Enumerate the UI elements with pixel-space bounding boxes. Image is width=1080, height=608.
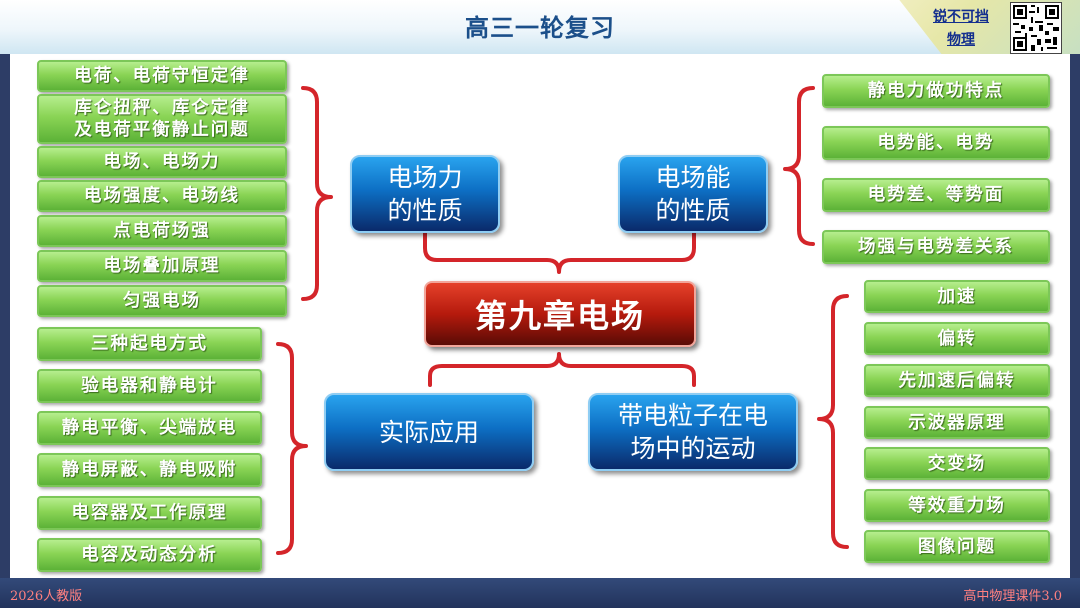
footer-bar: 2026人教版 高中物理课件3.0 [0,578,1080,608]
bracket-application [276,342,308,555]
brand-line-2: 物理 [947,32,975,48]
header-bar: 高三一轮复习 锐不可挡 物理 [0,0,1080,54]
qr-code-icon [1010,2,1062,54]
topic-application: 实际应用 [324,393,534,471]
connector-top [423,230,696,274]
footer-edition: 2026人教版 [10,589,83,604]
motion-item-6: 等效重力场 [864,489,1050,522]
application-item-5: 电容器及工作原理 [37,496,262,530]
topic-energy: 电场能 的性质 [618,155,768,233]
bracket-motion [817,294,849,549]
motion-item-2: 偏转 [864,322,1050,355]
topic-force: 电场力 的性质 [350,155,500,233]
connector-bottom [428,352,696,387]
energy-item-2: 电势能、电势 [822,126,1050,160]
center-chapter-title: 第九章电场 [424,281,696,347]
energy-item-3: 电势差、等势面 [822,178,1050,212]
application-item-1: 三种起电方式 [37,327,262,361]
application-item-4: 静电屏蔽、静电吸附 [37,453,262,487]
energy-item-1: 静电力做功特点 [822,74,1050,108]
motion-item-3: 先加速后偏转 [864,364,1050,397]
brand-line-1: 锐不可挡 [933,9,989,25]
force-item-2: 库仑扭秤、库仑定律 及电荷平衡静止问题 [37,94,287,144]
application-item-2: 验电器和静电计 [37,369,262,403]
bracket-energy [783,86,815,246]
motion-item-5: 交变场 [864,447,1050,480]
page-title: 高三一轮复习 [465,14,615,42]
force-item-1: 电荷、电荷守恒定律 [37,60,287,92]
application-item-3: 静电平衡、尖端放电 [37,411,262,445]
force-item-6: 电场叠加原理 [37,250,287,282]
energy-item-4: 场强与电势差关系 [822,230,1050,264]
motion-item-1: 加速 [864,280,1050,313]
footer-series: 高中物理课件3.0 [963,589,1062,604]
motion-item-4: 示波器原理 [864,406,1050,439]
bracket-force [301,86,333,301]
force-item-5: 点电荷场强 [37,215,287,247]
topic-motion: 带电粒子在电 场中的运动 [588,393,798,471]
force-item-3: 电场、电场力 [37,146,287,178]
force-item-7: 匀强电场 [37,285,287,317]
application-item-6: 电容及动态分析 [37,538,262,572]
brand-logo-text: 锐不可挡 物理 [926,6,996,52]
motion-item-7: 图像问题 [864,530,1050,563]
force-item-4: 电场强度、电场线 [37,180,287,212]
